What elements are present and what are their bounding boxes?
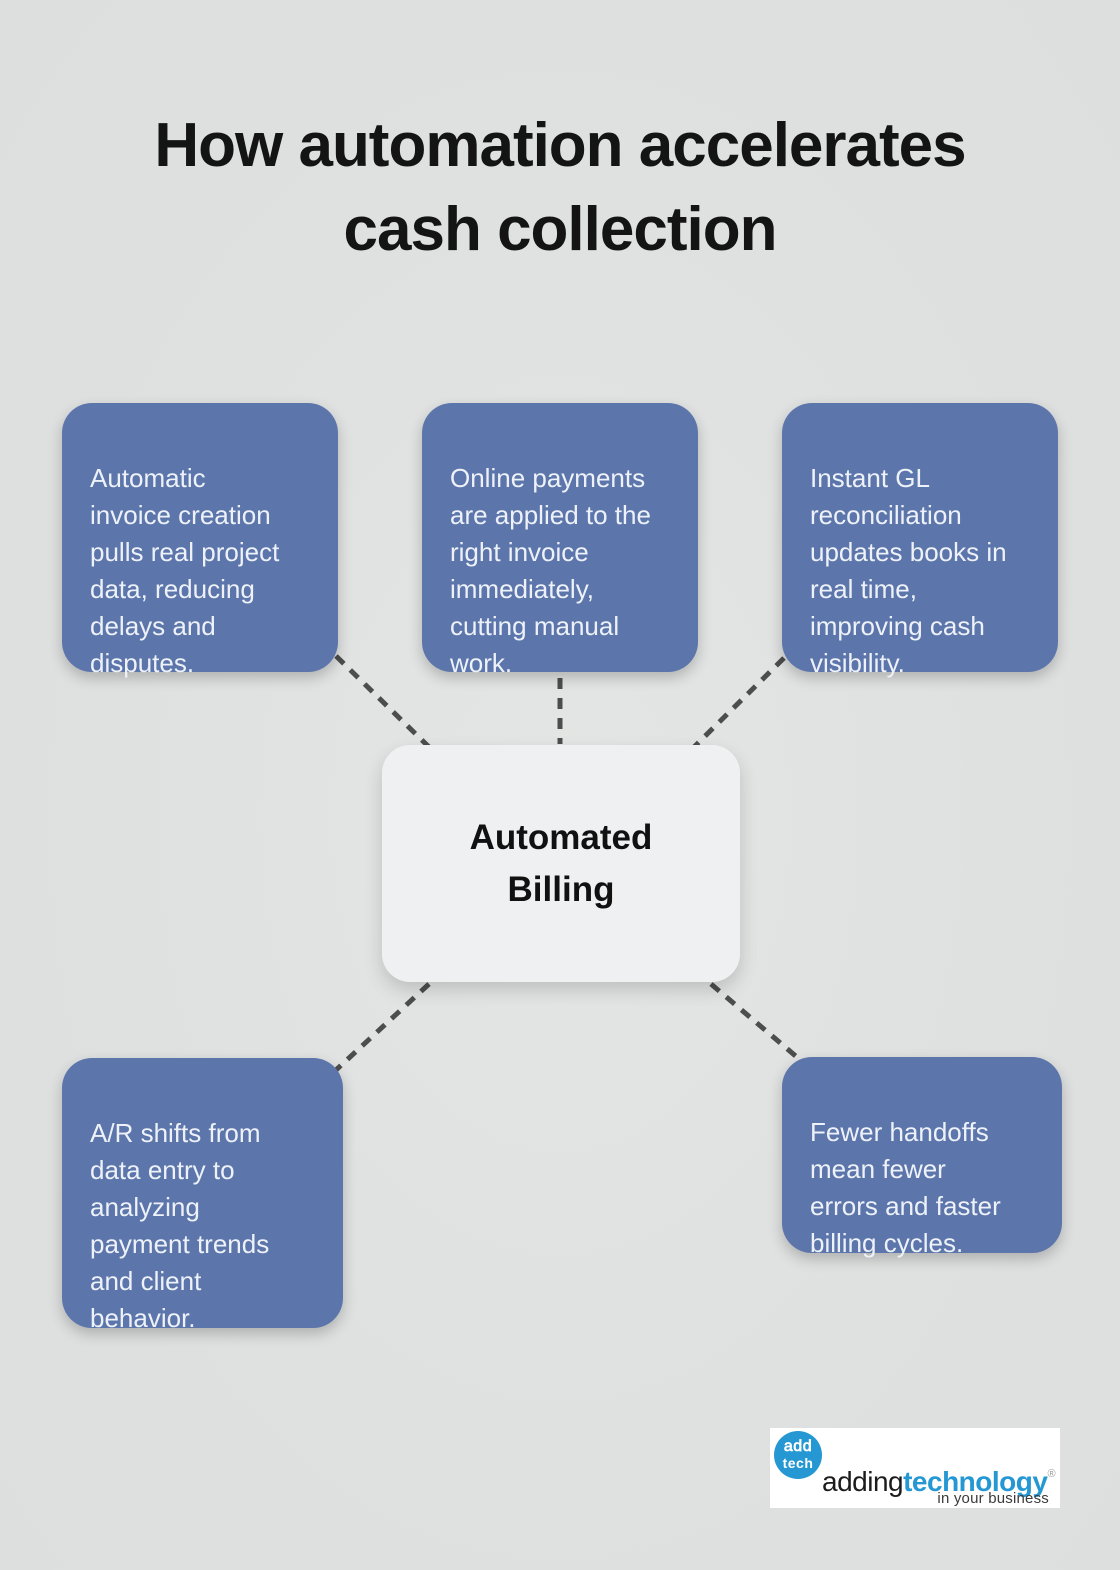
center-node-automated-billing: Automated Billing xyxy=(382,745,740,982)
connector-top-left xyxy=(334,654,432,750)
connector-top-right xyxy=(691,656,786,750)
registered-trademark-icon: ® xyxy=(1047,1468,1056,1480)
callout-bottom-right: Fewer handoffs mean fewer errors and fas… xyxy=(782,1057,1062,1258)
logo-word-technology: technology xyxy=(903,1466,1048,1497)
connector-bottom-left xyxy=(334,982,431,1072)
page-title: How automation accelerates cash collecti… xyxy=(154,111,966,264)
logo-word-adding: adding xyxy=(822,1466,904,1497)
callout-bottom-left-text: A/R shifts from data entry to analyzing … xyxy=(90,1118,270,1333)
callout-top-center: Online payments are applied to the right… xyxy=(422,403,698,678)
center-node-label: Automated Billing xyxy=(469,817,653,909)
callout-top-right: Instant GL reconciliation updates books … xyxy=(782,403,1058,678)
callout-top-center-text: Online payments are applied to the right… xyxy=(450,463,651,678)
callout-top-left-text: Automatic invoice creation pulls real pr… xyxy=(90,463,280,678)
company-logo: add tech addingtechnology® in your busin… xyxy=(770,1428,1060,1508)
logo-wordmark: addingtechnology® xyxy=(822,1466,1056,1498)
logo-circle-badge-icon: add tech xyxy=(774,1431,822,1479)
callout-bottom-right-text: Fewer handoffs mean fewer errors and fas… xyxy=(810,1117,1001,1258)
connector-bottom-right xyxy=(709,982,800,1060)
logo-badge-tech: tech xyxy=(782,1455,814,1471)
callout-top-left: Automatic invoice creation pulls real pr… xyxy=(62,403,338,678)
callout-top-right-text: Instant GL reconciliation updates books … xyxy=(810,463,1007,678)
callout-bottom-left: A/R shifts from data entry to analyzing … xyxy=(62,1058,343,1333)
logo-tagline: in your business xyxy=(937,1490,1049,1507)
logo-badge-add: add xyxy=(783,1438,813,1456)
